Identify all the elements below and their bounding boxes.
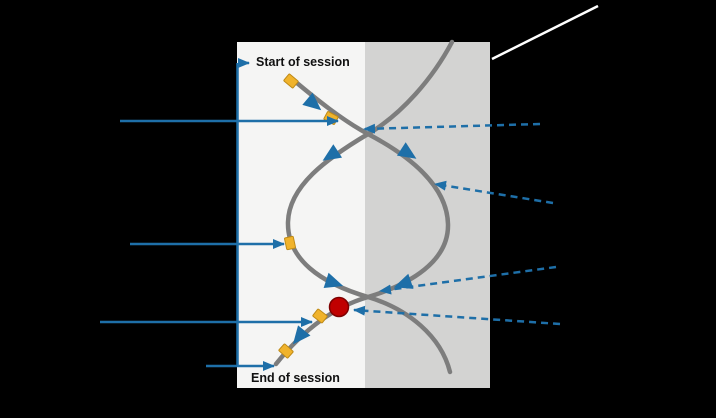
end-of-session-label: End of session xyxy=(251,371,340,385)
counterpart-path xyxy=(285,39,455,375)
direction-arrowhead xyxy=(292,325,311,345)
checkpoint-marker xyxy=(278,343,294,359)
right-callout-arrow-dashed xyxy=(379,265,557,295)
direction-arrowhead xyxy=(393,273,414,289)
direction-arrowhead xyxy=(323,272,344,288)
right-callout-arrow-dashed xyxy=(363,122,541,134)
start-of-session-label: Start of session xyxy=(256,55,350,69)
right-callout-arrow-dashed xyxy=(353,305,561,326)
right-callout-arrow-dashed xyxy=(434,180,554,205)
top-callout-line xyxy=(491,4,599,61)
highlight-dot xyxy=(328,296,350,318)
checkpoint-marker xyxy=(284,235,296,251)
direction-arrowhead xyxy=(396,142,417,159)
checkpoint-marker xyxy=(283,73,299,89)
direction-arrowhead xyxy=(302,92,322,111)
direction-arrowhead xyxy=(322,144,343,161)
checkpoint-marker xyxy=(312,308,328,324)
